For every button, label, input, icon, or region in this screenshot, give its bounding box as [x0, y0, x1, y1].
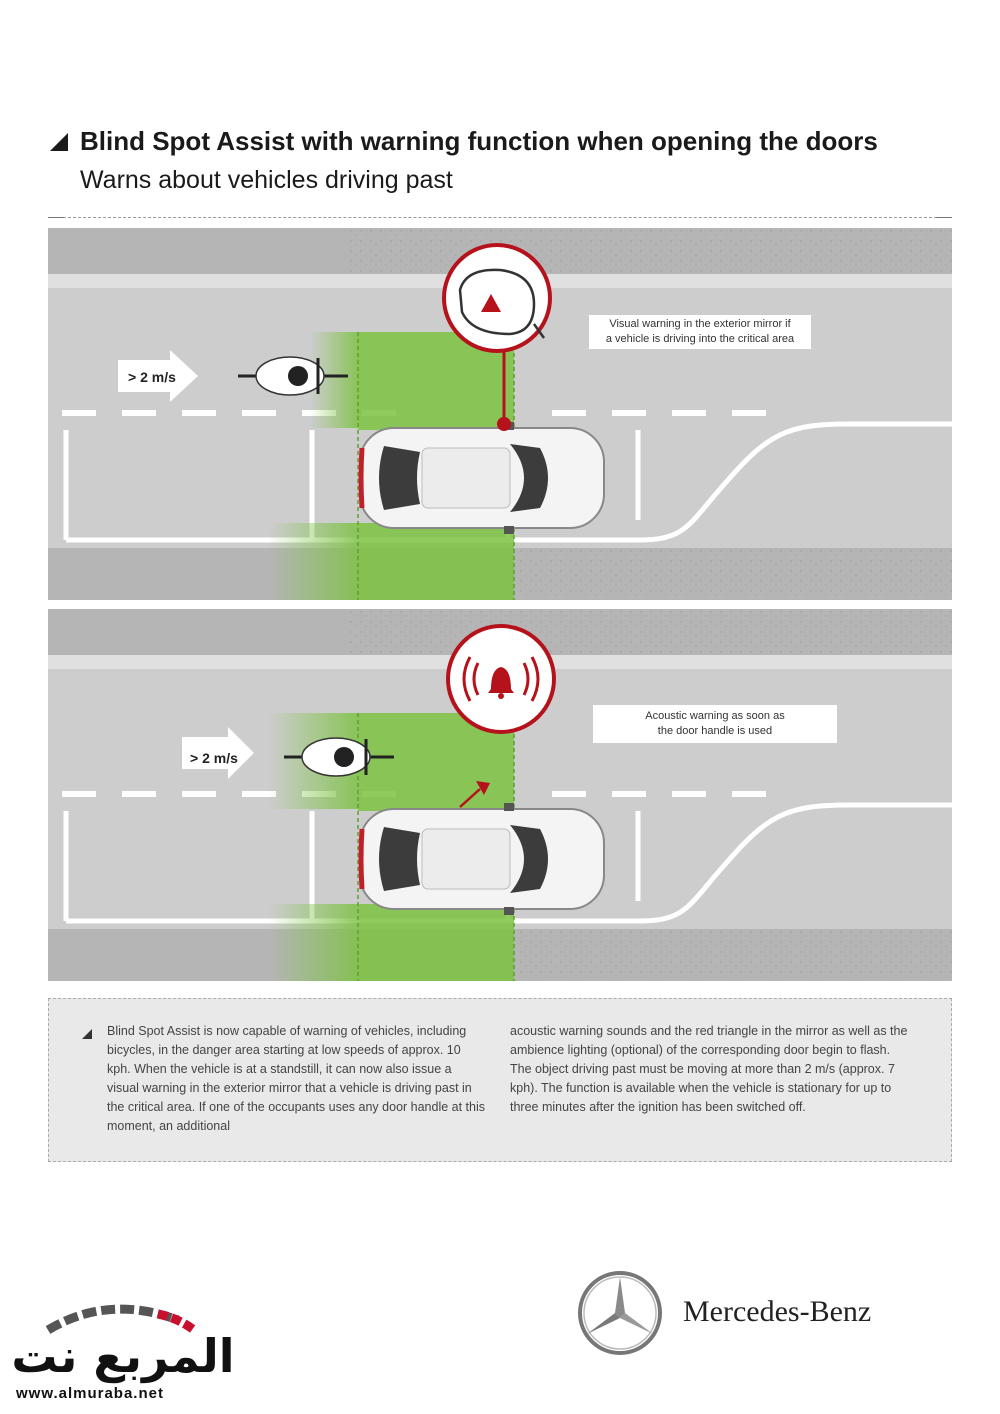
cyclist [284, 737, 394, 777]
description-column-2: acoustic warning sounds and the red tria… [510, 1024, 908, 1114]
title-bullet-icon [50, 133, 68, 151]
page-title: Blind Spot Assist with warning function … [80, 126, 878, 156]
page-subtitle: Warns about vehicles driving past [80, 166, 453, 194]
mercedes-star-icon [578, 1271, 662, 1355]
parked-car [358, 803, 605, 915]
door-open-arrow [476, 781, 490, 795]
almuraba-logo-text: المربع نت [11, 1329, 234, 1383]
speed-label: > 2 m/s [190, 750, 238, 766]
diagram-panel-acoustic-warning: > 2 m/s Acoustic warning as soon as the d… [48, 609, 952, 981]
acoustic-warning-label: Acoustic warning as soon as the door hand… [593, 705, 837, 743]
description-bullet-icon [82, 1029, 92, 1039]
cyclist [238, 356, 348, 396]
acoustic-warning-label-line2: the door handle is used [657, 725, 773, 737]
almuraba-logo: المربع نت [11, 1304, 235, 1383]
diagram-panel-visual-warning: > 2 m/s Visual warning in the exterior m… [48, 228, 952, 600]
brand-name: Mercedes-Benz [683, 1295, 872, 1328]
visual-warning-label: Visual warning in the exterior mirror if… [589, 315, 811, 349]
description-box [48, 998, 952, 1162]
parked-car [358, 422, 605, 534]
site-url: www.almuraba.net [16, 1385, 164, 1402]
speed-label: > 2 m/s [128, 369, 176, 385]
visual-warning-label-line2: a vehicle is driving into the critical a… [605, 333, 795, 345]
acoustic-warning-label-line1: Acoustic warning as soon as [645, 710, 785, 722]
dashed-divider [48, 217, 952, 218]
description-column-1: Blind Spot Assist is now capable of warn… [107, 1024, 486, 1133]
direction-arrow [182, 727, 254, 779]
direction-arrow [118, 350, 198, 402]
visual-warning-label-line1: Visual warning in the exterior mirror if [609, 318, 791, 330]
